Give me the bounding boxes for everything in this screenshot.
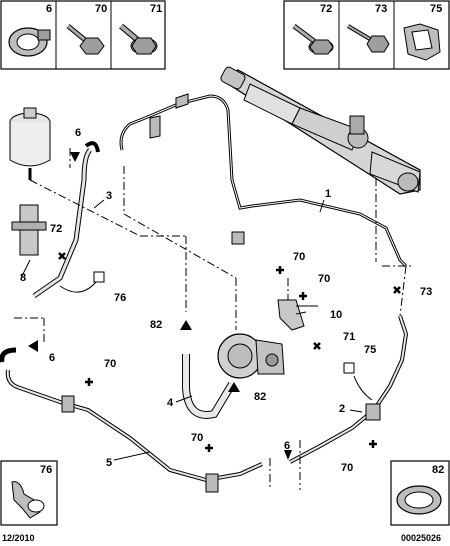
- callout-70-c: 70: [104, 358, 116, 370]
- triangle-marker-icon: [28, 340, 38, 352]
- cross-icon: [393, 286, 401, 294]
- hose-clamp-icon: [396, 485, 442, 515]
- triangle-marker-icon: [228, 382, 240, 392]
- square-marker-icon: [343, 362, 355, 374]
- legend-box-bottom-right: 82: [390, 460, 450, 526]
- callout-labels: 1 2 3 4 5 6 6 6 8 10 70 70 70 70 70 71 7…: [20, 127, 432, 474]
- callout-8: 8: [20, 272, 26, 284]
- plus-icon: [276, 266, 284, 274]
- callout-76: 76: [114, 292, 126, 304]
- callout-pointers: [21, 199, 373, 461]
- callout-6-left: 6: [49, 352, 55, 364]
- callout-70-e: 70: [341, 462, 353, 474]
- hose-clamp-icon: [8, 27, 51, 57]
- callout-4: 4: [167, 397, 174, 409]
- callout-2: 2: [339, 403, 345, 415]
- screw-icon: [292, 24, 334, 55]
- callout-1: 1: [325, 188, 331, 200]
- callout-82-b: 82: [254, 391, 266, 403]
- bolt-icon: [346, 24, 390, 53]
- callout-70-b: 70: [318, 273, 330, 285]
- pump-bracket: [277, 299, 318, 331]
- legend-ref-71: 71: [150, 3, 162, 15]
- hose-clip-icon: [11, 481, 45, 519]
- legend-box-top-right: 72 73 75: [283, 0, 450, 70]
- legend-ref-75: 75: [430, 3, 442, 15]
- triangle-marker-icon: [180, 320, 192, 330]
- flange-bolt-icon: [119, 23, 158, 55]
- legend-box-top-left: 6 70 71: [0, 0, 166, 70]
- footer-code: 00025026: [401, 533, 441, 543]
- legend-ref-73: 73: [375, 3, 387, 15]
- bolt-icon: [66, 24, 105, 55]
- cross-icon: [58, 252, 66, 260]
- callout-75: 75: [364, 344, 376, 356]
- callout-10: 10: [330, 309, 342, 321]
- cross-icon: [313, 342, 321, 350]
- square-marker-icon: [93, 271, 105, 283]
- callout-82-a: 82: [150, 319, 162, 331]
- legend-ref-6: 6: [46, 3, 52, 15]
- plus-icon: [205, 444, 213, 452]
- leader-lines: [14, 148, 412, 490]
- triangle-marker-icon: [284, 450, 292, 460]
- fluid-reservoir: [9, 107, 51, 180]
- legend-box-bottom-left: 76: [0, 460, 58, 526]
- plus-icon: [85, 378, 93, 386]
- footer-date: 12/2010: [2, 533, 35, 543]
- callout-71: 71: [343, 331, 355, 343]
- callout-70-a: 70: [293, 251, 305, 263]
- legend-ref-82: 82: [432, 464, 444, 476]
- power-steering-pump: [217, 333, 285, 379]
- legend-ref-70: 70: [95, 3, 107, 15]
- clip-icon: [403, 23, 441, 61]
- triangle-marker-icon: [70, 152, 80, 162]
- legend-ref-76: 76: [40, 464, 52, 476]
- callout-5: 5: [106, 457, 112, 469]
- callout-6-bottom: 6: [284, 440, 290, 452]
- reservoir-bracket: [11, 204, 47, 256]
- callout-72: 72: [50, 223, 62, 235]
- callout-70-d: 70: [191, 432, 203, 444]
- callout-3: 3: [106, 190, 112, 202]
- callout-73: 73: [420, 286, 432, 298]
- plus-icon: [369, 440, 377, 448]
- legend-ref-72: 72: [320, 3, 332, 15]
- callout-6-top: 6: [75, 127, 81, 139]
- plus-icon: [299, 292, 307, 300]
- steering-rack: [220, 66, 421, 195]
